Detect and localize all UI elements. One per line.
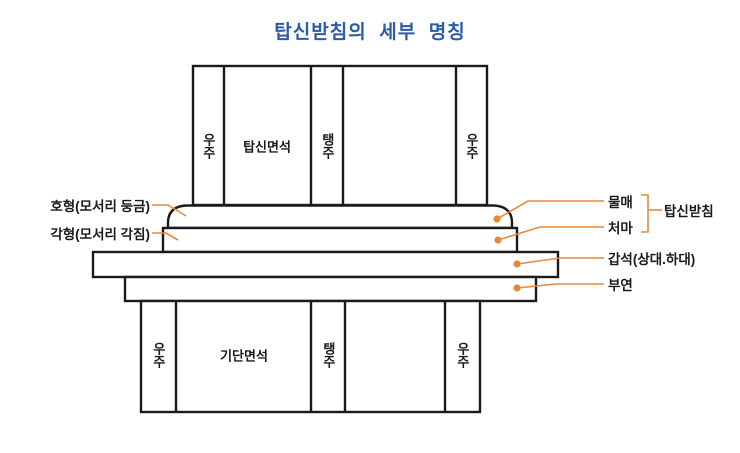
leader-cheoma [497, 226, 604, 241]
buyeon-slab-group [123, 275, 538, 303]
leader-buyeon [516, 283, 604, 289]
upper-segment-label-uju-right: 우주 [463, 133, 479, 159]
leader-hohyeong [152, 204, 187, 217]
leader-dot-buyeon [513, 284, 521, 292]
upper-body-group [191, 64, 489, 207]
callout-leaders-group [152, 194, 662, 292]
upper-body-outline [191, 64, 489, 207]
upper-segment-label-tapsinmyeonseok: 탑신면석 [243, 139, 291, 155]
leader-mulmae [496, 200, 604, 220]
bracket-tapsinbatchim [641, 194, 654, 233]
leader-dot-cheoma [494, 236, 502, 244]
leader-dot-gapseok [513, 260, 521, 268]
callout-label-tapsinbatchim: 탑신받침 [664, 204, 714, 219]
lower-segment-label-uju-left: 우주 [150, 342, 166, 368]
leader-gakhyeong [152, 232, 179, 241]
lower-segment-label-gidanmyeonseok: 기단면석 [220, 348, 268, 364]
callout-label-cheoma: 처마 [608, 221, 633, 236]
gakhyeong-layer-group [161, 226, 519, 254]
callout-label-mulmae: 물매 [608, 195, 633, 210]
lower-segment-label-taengju: 탱주 [320, 342, 336, 368]
hohyeong-curved-layer [166, 204, 514, 230]
upper-segment-label-taengju: 탱주 [319, 133, 335, 159]
gapseok-slab [91, 250, 560, 279]
lower-body-group [139, 299, 482, 414]
hohyeong-layer-group [166, 204, 514, 230]
lower-segment-label-uju-right: 우주 [454, 342, 470, 368]
gakhyeong-angular-layer [161, 226, 519, 254]
gapseok-slab-group [91, 250, 560, 279]
page-title: 탑신받침의 세부 명칭 [274, 22, 466, 43]
upper-segment-label-uju-left: 우주 [200, 133, 216, 159]
buyeon-slab [123, 275, 538, 303]
callout-label-gakhyeong: 각형(모서리 각짐) [50, 227, 150, 242]
callout-label-hohyeong: 호형(모서리 둥금) [50, 199, 150, 214]
leader-gapseok [516, 257, 604, 265]
leader-dot-mulmae [493, 215, 501, 223]
callout-label-gapseok: 갑석(상대.하대) [608, 252, 696, 267]
callout-label-buyeon: 부연 [608, 278, 633, 293]
